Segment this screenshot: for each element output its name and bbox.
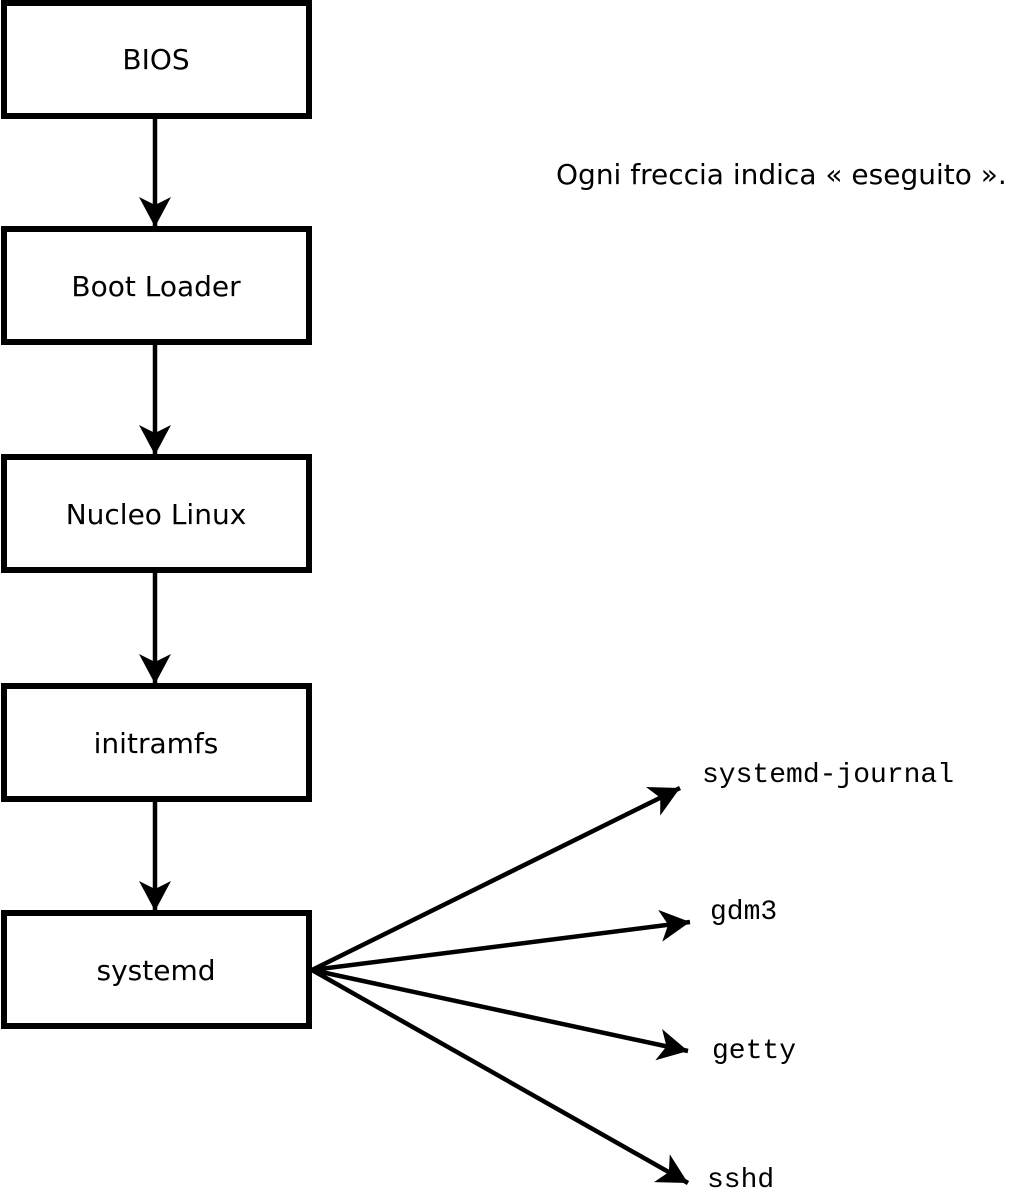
service-label-systemd-journal: systemd-journal	[702, 760, 954, 791]
box-bios-label: BIOS	[122, 43, 189, 76]
box-systemd: systemd	[1, 910, 312, 1029]
arrow-systemd-to-systemd-journal	[311, 785, 681, 973]
box-systemd-rect	[1, 910, 312, 1029]
box-boot-loader: Boot Loader	[1, 226, 312, 345]
arrow-systemd-to-getty	[311, 967, 689, 1061]
box-initramfs: initramfs	[1, 683, 312, 802]
diagram-caption: Ogni freccia indica « eseguito ».	[556, 158, 1007, 191]
service-label-gdm3: gdm3	[710, 897, 777, 928]
box-bios-rect	[1, 0, 312, 119]
box-kernel-label: Nucleo Linux	[66, 498, 247, 531]
box-kernel-rect	[1, 454, 312, 573]
box-initramfs-rect	[1, 683, 312, 802]
arrow-systemd-to-gdm3	[311, 909, 691, 973]
box-kernel: Nucleo Linux	[1, 454, 312, 573]
box-boot-loader-rect	[1, 226, 312, 345]
box-initramfs-label: initramfs	[94, 727, 219, 760]
service-label-getty: getty	[712, 1036, 796, 1067]
box-systemd-label: systemd	[97, 954, 216, 987]
service-label-sshd: sshd	[707, 1165, 774, 1193]
box-bios: BIOS	[1, 0, 312, 119]
arrow-systemd-to-sshd	[310, 968, 690, 1185]
box-boot-loader-label: Boot Loader	[71, 270, 241, 303]
